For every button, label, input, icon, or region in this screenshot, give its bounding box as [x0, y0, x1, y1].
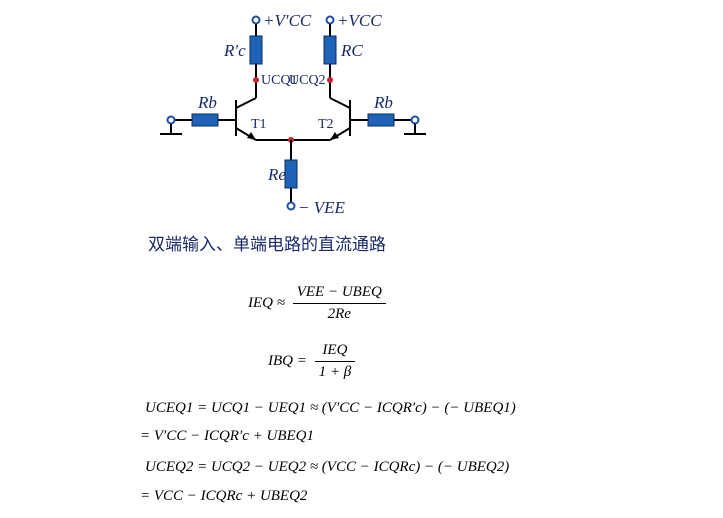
ieq-numerator: VEE − UBEQ — [292, 284, 386, 304]
label-vee: − VEE — [298, 198, 345, 217]
ieq-denominator: 2Re — [327, 306, 351, 322]
right-input-terminal — [410, 115, 420, 125]
resistor-re — [284, 159, 298, 189]
label-rb-right: Rb — [373, 93, 393, 112]
vcc2-terminal — [325, 15, 335, 25]
label-ucq1: UCQ1 — [261, 73, 298, 88]
resistor-rb-right — [367, 113, 395, 127]
left-input-terminal — [166, 115, 176, 125]
t2-emitter-arrow — [330, 132, 339, 140]
label-t1: T1 — [251, 117, 267, 132]
label-vcc2: +VCC — [337, 11, 382, 30]
diagram-caption: 双端输入、单端电路的直流通路 — [148, 235, 386, 255]
ibq-numerator: IEQ — [314, 342, 356, 362]
t2-collector — [329, 97, 351, 109]
equation-uceq1-line1: UCEQ1 = UCQ1 − UEQ1 ≈ (V′CC − ICQR′c) − … — [145, 400, 516, 416]
resistor-rc1 — [249, 35, 263, 65]
equation-uceq2-line2: = VCC − ICQRc + UBEQ2 — [140, 488, 308, 504]
equation-uceq1-line2: = V′CC − ICQR′c + UBEQ1 — [140, 428, 314, 444]
label-re: Re — [267, 165, 286, 184]
vee-terminal — [286, 201, 296, 211]
ieq-fraction: VEE − UBEQ 2Re — [292, 284, 386, 323]
label-rc1: R′c — [223, 41, 246, 60]
label-vcc1: +V′CC — [263, 11, 312, 30]
t1-collector — [235, 97, 257, 109]
ibq-fraction: IEQ 1 + β — [314, 342, 356, 381]
node-ucq2 — [327, 77, 333, 83]
equation-ieq: IEQ ≈ VEE − UBEQ 2Re — [248, 284, 390, 323]
circuit-diagram: +V′CC +VCC R′c RC UCQ1 UCQ2 Rb Rb T1 T2 … — [160, 11, 426, 217]
resistor-rc2 — [323, 35, 337, 65]
vcc1-terminal — [251, 15, 261, 25]
equation-uceq2-line1: UCEQ2 = UCQ2 − UEQ2 ≈ (VCC − ICQRc) − (−… — [145, 459, 510, 475]
equation-ibq: IBQ = IEQ 1 + β — [268, 342, 359, 381]
node-ucq1 — [253, 77, 259, 83]
t1-emitter-arrow — [247, 132, 256, 140]
ieq-lhs: IEQ ≈ — [248, 294, 285, 311]
label-ucq2: UCQ2 — [289, 73, 326, 88]
label-rc2: RC — [340, 41, 363, 60]
label-t2: T2 — [318, 117, 334, 132]
resistor-rb-left — [191, 113, 219, 127]
label-rb-left: Rb — [197, 93, 217, 112]
ibq-lhs: IBQ = — [268, 352, 307, 369]
ibq-denominator: 1 + β — [318, 364, 352, 380]
